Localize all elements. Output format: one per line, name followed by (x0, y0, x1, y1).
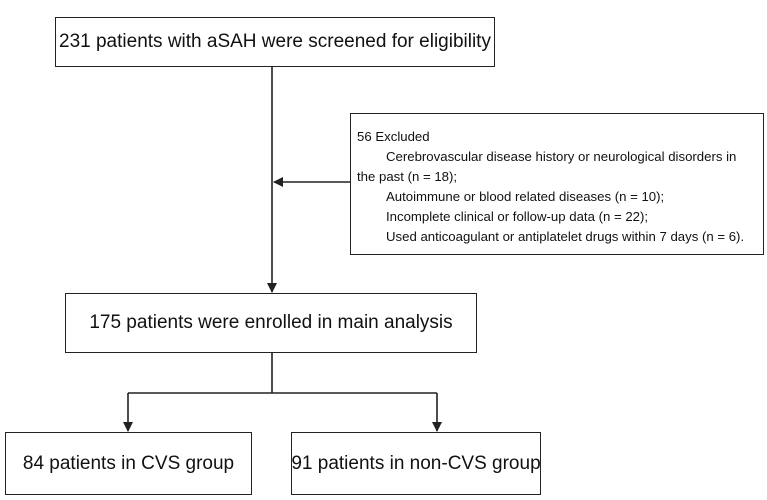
screened-text: 231 patients with aSAH were screened for… (59, 31, 491, 52)
cvs-group-text: 84 patients in CVS group (22, 452, 235, 474)
excluded-item-3: Incomplete clinical or follow-up data (n… (386, 209, 649, 224)
excluded-item-1-line-2: the past (n = 18); (357, 169, 458, 184)
excluded-box: 56 Excluded Cerebrovascular disease hist… (350, 113, 764, 255)
excluded-item-4: Used anticoagulant or antiplatelet drugs… (386, 229, 745, 244)
noncvs-group-text: 91 patients in non-CVS group (291, 452, 541, 474)
screened-box: 231 patients with aSAH were screened for… (55, 17, 495, 67)
excluded-item-2: Autoimmune or blood related diseases (n … (386, 189, 665, 204)
enrolled-text: 175 patients were enrolled in main analy… (89, 312, 453, 333)
excluded-item-1-line-1: Cerebrovascular disease history or neuro… (386, 149, 737, 164)
noncvs-group-box: 91 patients in non-CVS group (291, 432, 541, 495)
excluded-heading: 56 Excluded (357, 129, 430, 144)
enrolled-box: 175 patients were enrolled in main analy… (65, 293, 477, 353)
cvs-group-box: 84 patients in CVS group (5, 432, 252, 495)
